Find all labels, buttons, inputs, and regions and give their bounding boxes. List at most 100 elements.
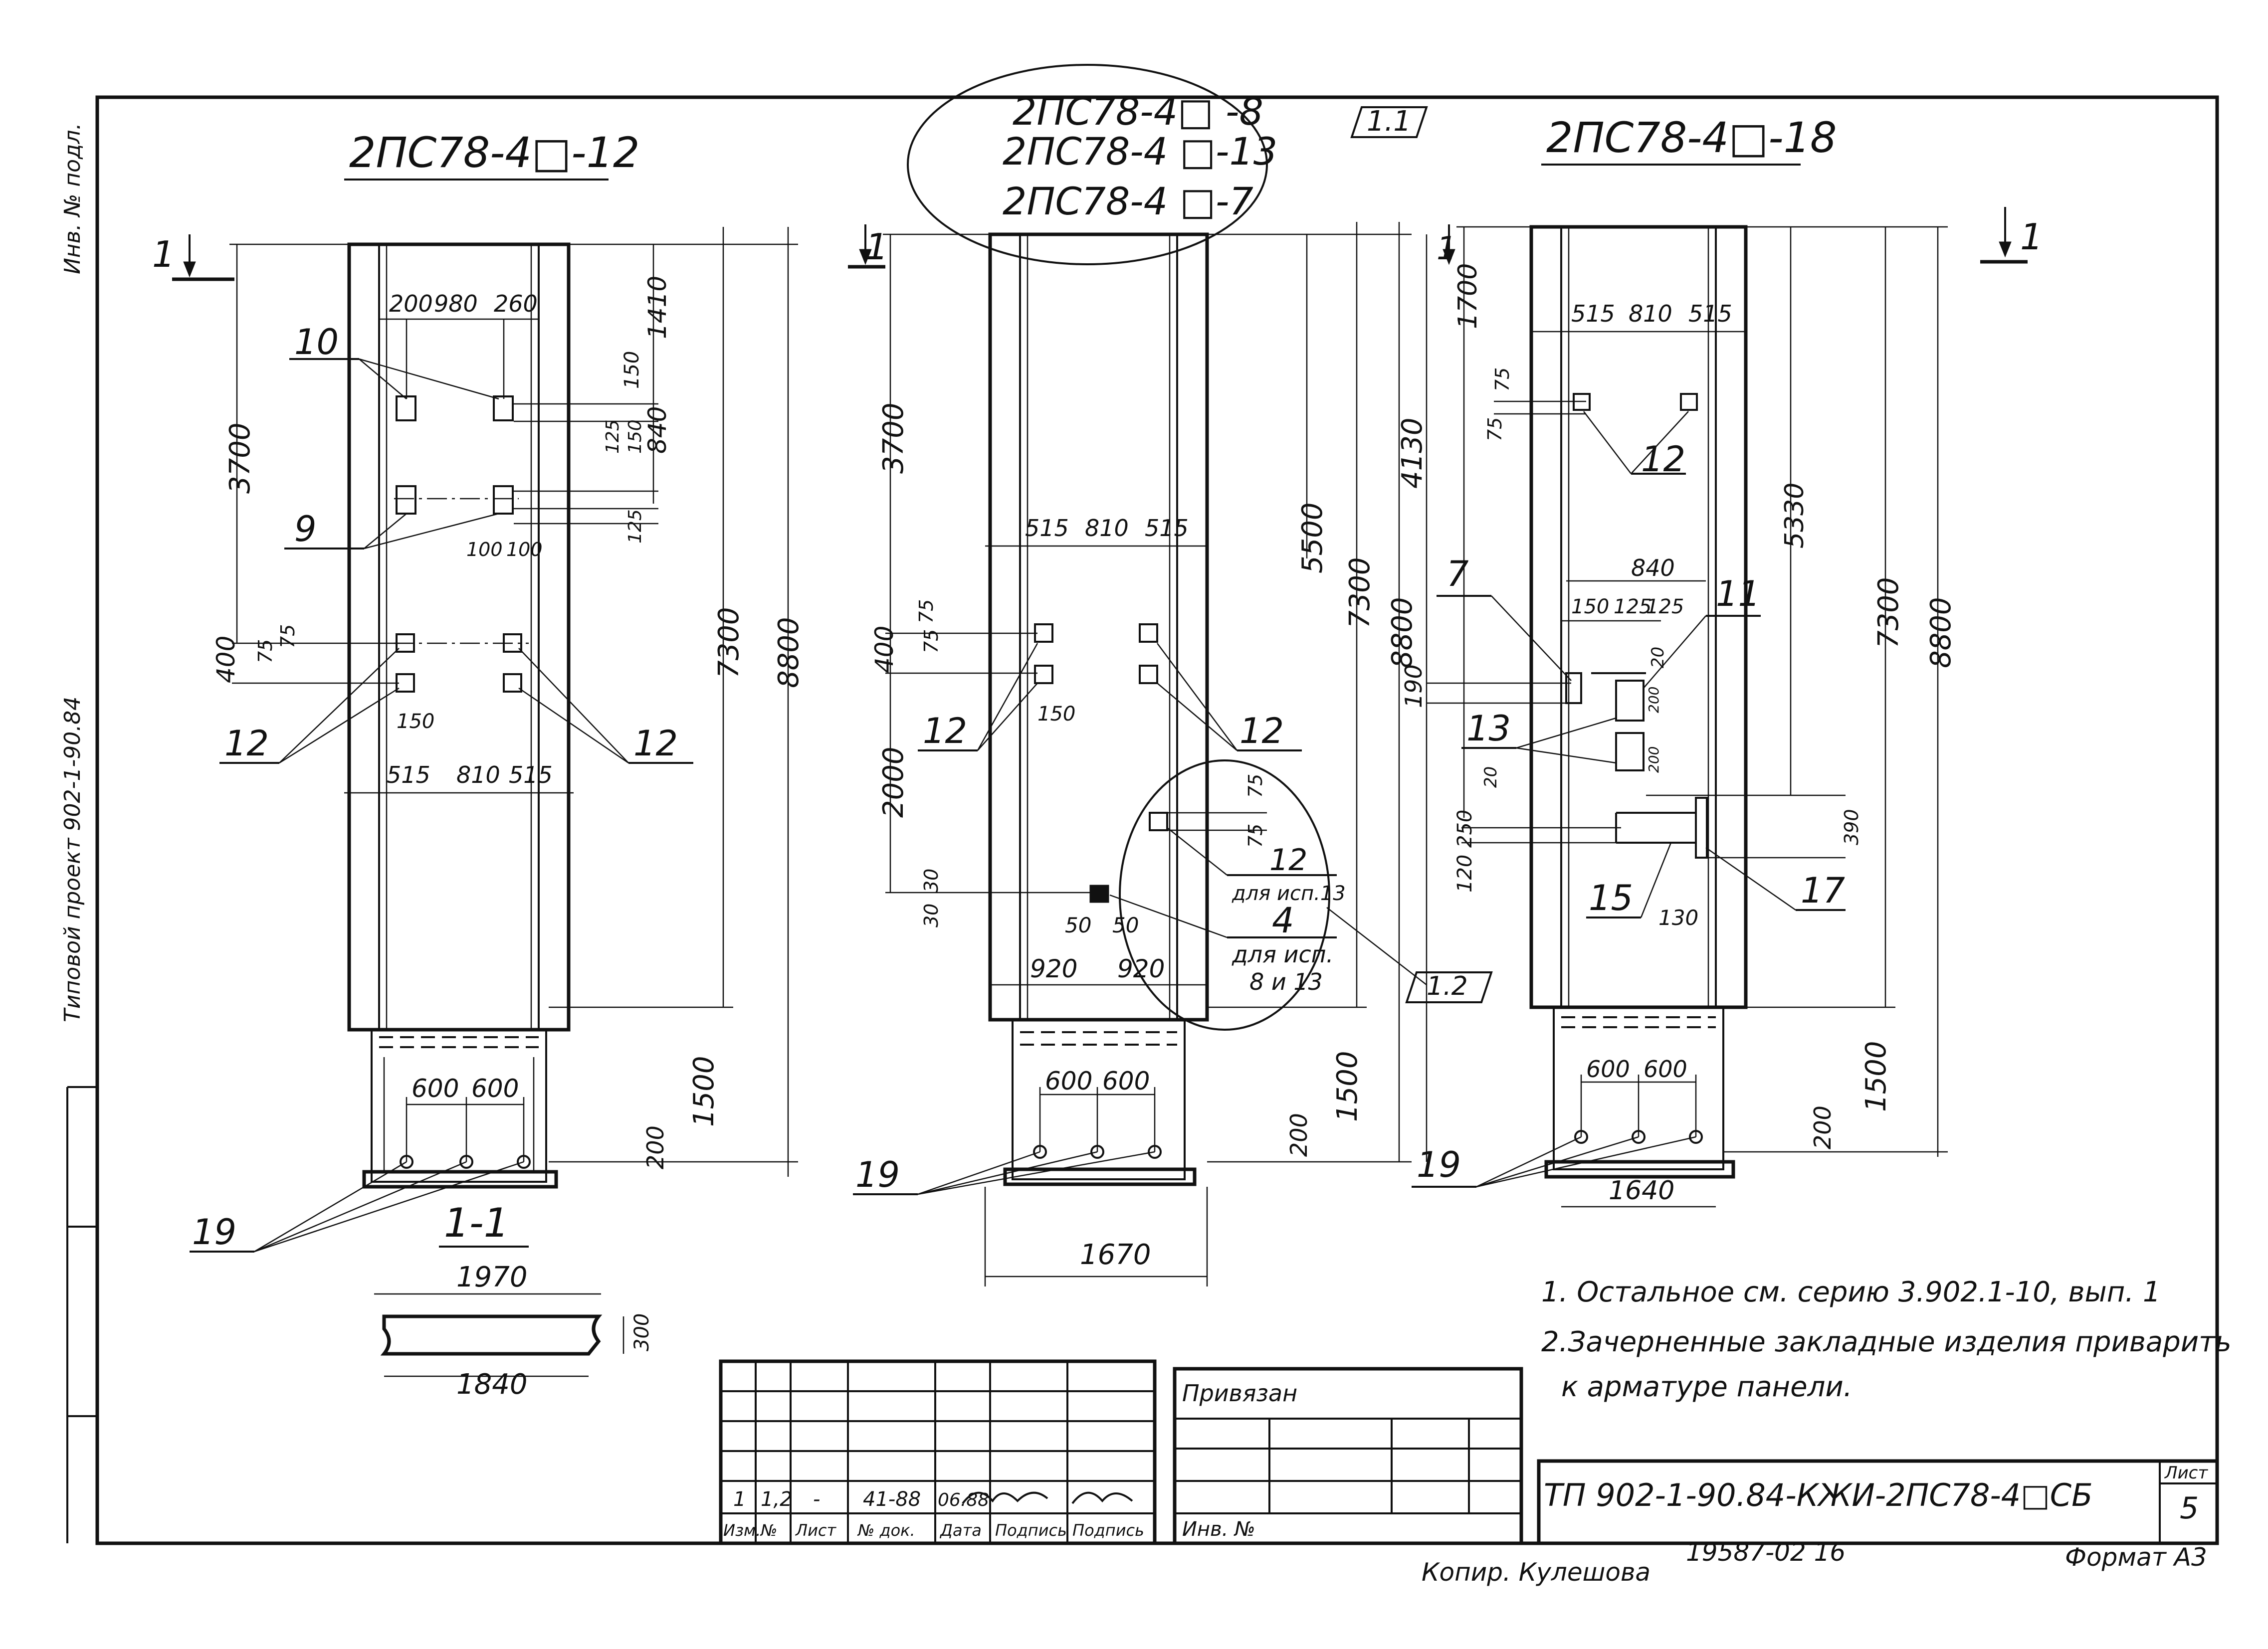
dim-mid: 200 <box>1646 687 1662 713</box>
callout-15: 15 <box>1589 878 1633 918</box>
annotation-for-8-13: 8 и 13 <box>1249 968 1323 995</box>
callout-19: 19 <box>855 1154 900 1195</box>
dim-vertical: 3700 <box>224 422 256 494</box>
embed-plate-12 <box>1149 812 1168 831</box>
rev-header: № <box>760 1521 777 1540</box>
callout-12: 12 <box>633 723 678 764</box>
callout-9: 9 <box>294 509 317 550</box>
section-title: 1-1 <box>444 1200 509 1246</box>
callout-10: 10 <box>294 322 339 363</box>
embed-plate-10 <box>493 395 514 421</box>
dim-vertical: 840 <box>643 406 672 454</box>
dim-vertical: 200 <box>1285 1113 1312 1157</box>
rev-header: Изм. <box>723 1521 761 1540</box>
embed-plate-17 <box>1695 797 1708 859</box>
callout-12: 12 <box>224 723 269 764</box>
dim-circle: 75 <box>1244 774 1266 798</box>
callout-19: 19 <box>1417 1144 1461 1185</box>
callout-7: 7 <box>1446 553 1469 594</box>
side-label-top: Типовой проект 902-1-90.84 <box>60 697 85 1022</box>
dim-mid: 840 <box>1631 554 1675 581</box>
section-arrow-label: 1 <box>1437 230 1457 267</box>
panel-base <box>1012 1019 1186 1180</box>
rev-header: Подпись <box>995 1521 1067 1540</box>
dim-top: 200 <box>389 290 433 317</box>
callout-17: 17 <box>1801 870 1845 911</box>
dim-vertical: 1700 <box>1453 263 1483 329</box>
dim-base: 600 <box>1045 1067 1092 1096</box>
section-arrow-rightpanel: 1 <box>1437 224 1457 267</box>
bound-block: Привязан Инв. № <box>1173 1367 1523 1545</box>
dim-mid: 125 <box>1614 595 1651 618</box>
dim-vertical: 5500 <box>1296 502 1329 573</box>
section-arrow-mid: 1 <box>848 224 888 269</box>
callout-12: 12 <box>1641 439 1685 480</box>
doc-code: ТП 902-1-90.84-КЖИ-2ПС78-4□СБ <box>1544 1477 2093 1513</box>
dim-mid: 20 <box>1648 647 1668 668</box>
note-2: 2.Зачерненные закладные изделия приварит… <box>1541 1326 2232 1358</box>
embed-plate-13 <box>1615 680 1645 722</box>
dim-vertical: 8800 <box>1925 597 1957 668</box>
revision-table: 1 1,2 - 41-88 06.88 Изм. № Лист № док. Д… <box>719 1359 1157 1545</box>
dim-vertical: 2000 <box>877 746 910 818</box>
dim-vertical: 7300 <box>1344 557 1376 628</box>
dim-base: 600 <box>412 1074 459 1103</box>
dim-vertical: 190 <box>1400 664 1427 708</box>
embed-plate-9 <box>396 485 416 515</box>
note-2-cont: к арматуре панели. <box>1561 1371 1853 1403</box>
dim-base: 600 <box>471 1074 519 1103</box>
variant-group-ellipse <box>907 64 1268 265</box>
dim-circle: 920 <box>1117 954 1165 983</box>
embed-plate-12 <box>1034 623 1053 643</box>
note-1: 1. Остальное см. серию 3.902.1-10, вып. … <box>1541 1276 2161 1308</box>
dim-circle: 920 <box>1030 954 1077 983</box>
panel-right-title: 2ПС78-4□-18 <box>1546 113 1837 162</box>
callout-12: 12 <box>923 711 967 751</box>
dim-vertical: 1410 <box>643 276 672 339</box>
dim-top: 515 <box>1025 515 1069 542</box>
dim-mid: 390 <box>1841 809 1862 845</box>
detail-circle <box>1119 759 1330 1031</box>
ref-tag-1-1-frame <box>1350 106 1428 138</box>
dim-vertical: 1500 <box>1331 1051 1364 1122</box>
embed-plate-7 <box>1565 672 1582 704</box>
dim-vertical: 150 <box>620 351 643 389</box>
dim-bottom: 515 <box>509 761 553 788</box>
dim-top: 515 <box>1688 300 1732 327</box>
ref-tag-1-2: 1.2 <box>1427 971 1468 1001</box>
dim-vertical: 8800 <box>1386 597 1419 668</box>
section-1-1: 1-1 1970 1840 300 <box>374 1200 653 1401</box>
callout-12: 12 <box>1239 711 1284 751</box>
dim-vertical: 75 <box>1484 417 1506 441</box>
dim-vertical: 8800 <box>773 617 805 688</box>
panel-middle: 600 600 1670 515 810 515 3700 400 75 75 … <box>853 222 1493 1286</box>
dim-base-width: 1670 <box>1080 1239 1151 1271</box>
callout-13: 13 <box>1466 708 1511 749</box>
dim-vertical: 7300 <box>1872 577 1905 648</box>
footer-format: Формат А3 <box>2065 1543 2207 1572</box>
section-dim-top: 1970 <box>456 1261 528 1293</box>
embed-plate-12 <box>396 673 415 693</box>
dim-top: 810 <box>1085 515 1129 542</box>
side-label-bottom: Инв. № подл. <box>60 123 85 274</box>
section-dim-bottom: 1840 <box>456 1368 528 1401</box>
main-stamp: ТП 902-1-90.84-КЖИ-2ПС78-4□СБ Лист 5 <box>1537 1459 2219 1545</box>
embed-plate-12 <box>1034 665 1053 684</box>
dim-vertical: 3700 <box>877 402 910 474</box>
panel-base <box>371 1029 547 1183</box>
dim-mid: 150 <box>1571 595 1609 618</box>
rev-signature <box>962 1491 1048 1504</box>
dim-top: 515 <box>1571 300 1615 327</box>
section-arrow-label: 1 <box>865 226 888 268</box>
ref-tag-1-2-frame <box>1405 971 1493 1003</box>
section-arrow-label: 1 <box>2020 216 2043 258</box>
dim-bottom: 810 <box>456 761 500 788</box>
dim-vertical: 120 <box>1453 855 1476 893</box>
dim-vertical: 75 <box>1491 367 1513 391</box>
dim-base-width: 1640 <box>1609 1176 1674 1206</box>
dim-top: 260 <box>494 290 538 317</box>
rev-header: № док. <box>857 1521 915 1540</box>
section-dim-height: 300 <box>630 1313 653 1351</box>
callout-11: 11 <box>1716 573 1760 614</box>
embed-plate-9 <box>493 485 514 515</box>
